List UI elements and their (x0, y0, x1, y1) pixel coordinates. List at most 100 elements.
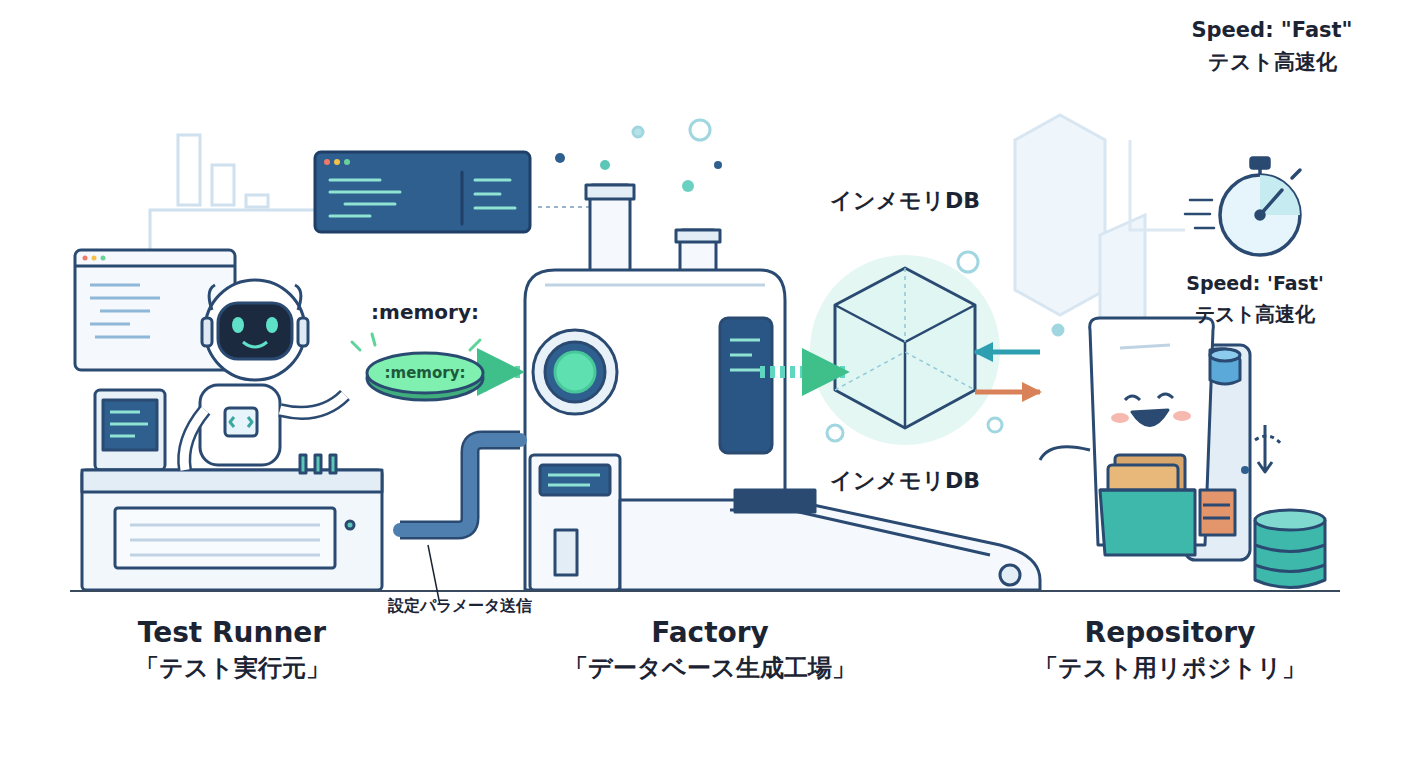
test-runner-robot-part (315, 455, 321, 473)
node-heading: Repository (1085, 616, 1256, 650)
arrow-line (975, 390, 1040, 395)
factory-machine-part (545, 284, 765, 287)
test-runner-robot-part (266, 317, 278, 333)
test-runner-robot-part (200, 385, 280, 465)
test-runner-robot-part (103, 400, 157, 450)
test-runner-robot-part (82, 470, 382, 590)
test-runner-robot-part (95, 390, 165, 470)
test-runner-robot-part (90, 285, 160, 337)
bubbles-part (958, 252, 978, 272)
factory-machine (525, 185, 1040, 590)
repository-character-part (1258, 425, 1272, 472)
factory-machine-part (540, 465, 610, 495)
stopwatch-part (1292, 170, 1300, 178)
annotation-label: テスト高速化 (1195, 302, 1315, 326)
repository-character-part (1241, 466, 1249, 474)
annotation-label: テスト高速化 (1208, 50, 1337, 75)
disc-heading: :memory: (371, 300, 479, 324)
stopwatch-part (1220, 175, 1300, 255)
repository-character-part (1210, 349, 1240, 361)
in-memory-cube-part (835, 305, 975, 428)
repository-node: Repository「テスト用リポジトリ」 (1040, 300, 1300, 700)
factory-machine-part (620, 500, 1040, 590)
test-runner-robot-part (298, 318, 308, 346)
repository-character-part (1132, 410, 1168, 426)
repository-character-part (1203, 505, 1230, 518)
code-window-part (315, 152, 530, 232)
repository-character-part (1040, 447, 1090, 460)
test-runner-robot-part (218, 303, 292, 359)
factory-machine-part (730, 340, 762, 370)
annotation-label: Speed: "Fast" (1191, 18, 1352, 43)
code-window-part-part (330, 180, 400, 216)
node-subtitle: 「データベース生成工場」 (564, 654, 856, 683)
in-memory-cube-part (835, 268, 975, 428)
bubbles-part (600, 160, 610, 170)
test-runner-robot-part (101, 256, 106, 261)
arrow-line (485, 366, 520, 378)
code-window-part (344, 159, 350, 165)
factory-machine-part (720, 318, 772, 453)
pipe-body (400, 440, 520, 530)
code-window-part-part (475, 180, 515, 208)
repository-character-part (1200, 490, 1235, 535)
test-runner-robot-part (110, 412, 148, 436)
test-runner-robot-part (184, 410, 205, 470)
node-subtitle: 「テスト実行元」 (135, 654, 330, 683)
pipe-connector (400, 440, 520, 530)
background-decor-part (178, 135, 200, 205)
background-decor-part (212, 165, 234, 205)
arrow-line (760, 366, 845, 378)
bubbles-part (682, 180, 694, 192)
node-heading: Test Runner (138, 616, 326, 650)
code-window (315, 152, 600, 232)
stopwatch-part (1185, 200, 1214, 228)
repository-character-part (1210, 349, 1240, 384)
baseline-part (70, 590, 1340, 592)
background-decor-part (1015, 115, 1105, 315)
test-runner-robot-part (130, 525, 320, 555)
stopwatch-part (1256, 211, 1264, 219)
test-runner-robot-part (83, 256, 88, 261)
pipe-outline (400, 440, 520, 530)
arrow-connector (485, 372, 520, 373)
repository-character-part (1100, 489, 1195, 492)
arrow-connector (975, 352, 1040, 353)
test-runner-robot (75, 250, 382, 590)
repository-character-part (1120, 345, 1170, 348)
test-runner-robot-part (243, 342, 267, 347)
in-memory-cube (810, 255, 1000, 445)
cube-heading: インメモリDB (830, 188, 980, 214)
repository-character-part (1255, 545, 1325, 572)
background-decor-part (1130, 140, 1185, 230)
factory-machine-part (676, 230, 720, 242)
factory-node: Factory「データベース生成工場」 (520, 180, 760, 700)
factory-machine-part (530, 455, 620, 590)
test-runner-robot-part (205, 280, 305, 380)
factory-machine-part (730, 510, 990, 555)
arrow-connector (975, 392, 1040, 393)
repository-character-part (1173, 411, 1191, 421)
test-runner-robot-part (280, 395, 345, 413)
stopwatch-part (1260, 175, 1300, 215)
stopwatch (1185, 158, 1300, 255)
test-runner-robot-part (75, 265, 235, 268)
repository-character (1040, 318, 1325, 588)
memory-disc-face (367, 353, 483, 393)
factory-machine-part (1000, 565, 1020, 585)
factory-machine-part (555, 352, 595, 392)
repository-character-part (1111, 413, 1129, 423)
disc-label: :memory: (385, 364, 466, 382)
repository-character-part (1100, 490, 1195, 555)
baseline (70, 590, 1340, 592)
test-runner-robot-part (225, 408, 257, 436)
memory-disc-node: :memory::memory: (365, 300, 485, 400)
test-runner-node: Test Runner 「テスト実行元」 (70, 240, 400, 690)
bubbles-part (555, 153, 565, 163)
bubbles-part (827, 425, 843, 441)
test-runner-robot-part (230, 417, 252, 427)
test-runner-robot-part (232, 317, 244, 333)
factory-machine-part (533, 330, 617, 414)
